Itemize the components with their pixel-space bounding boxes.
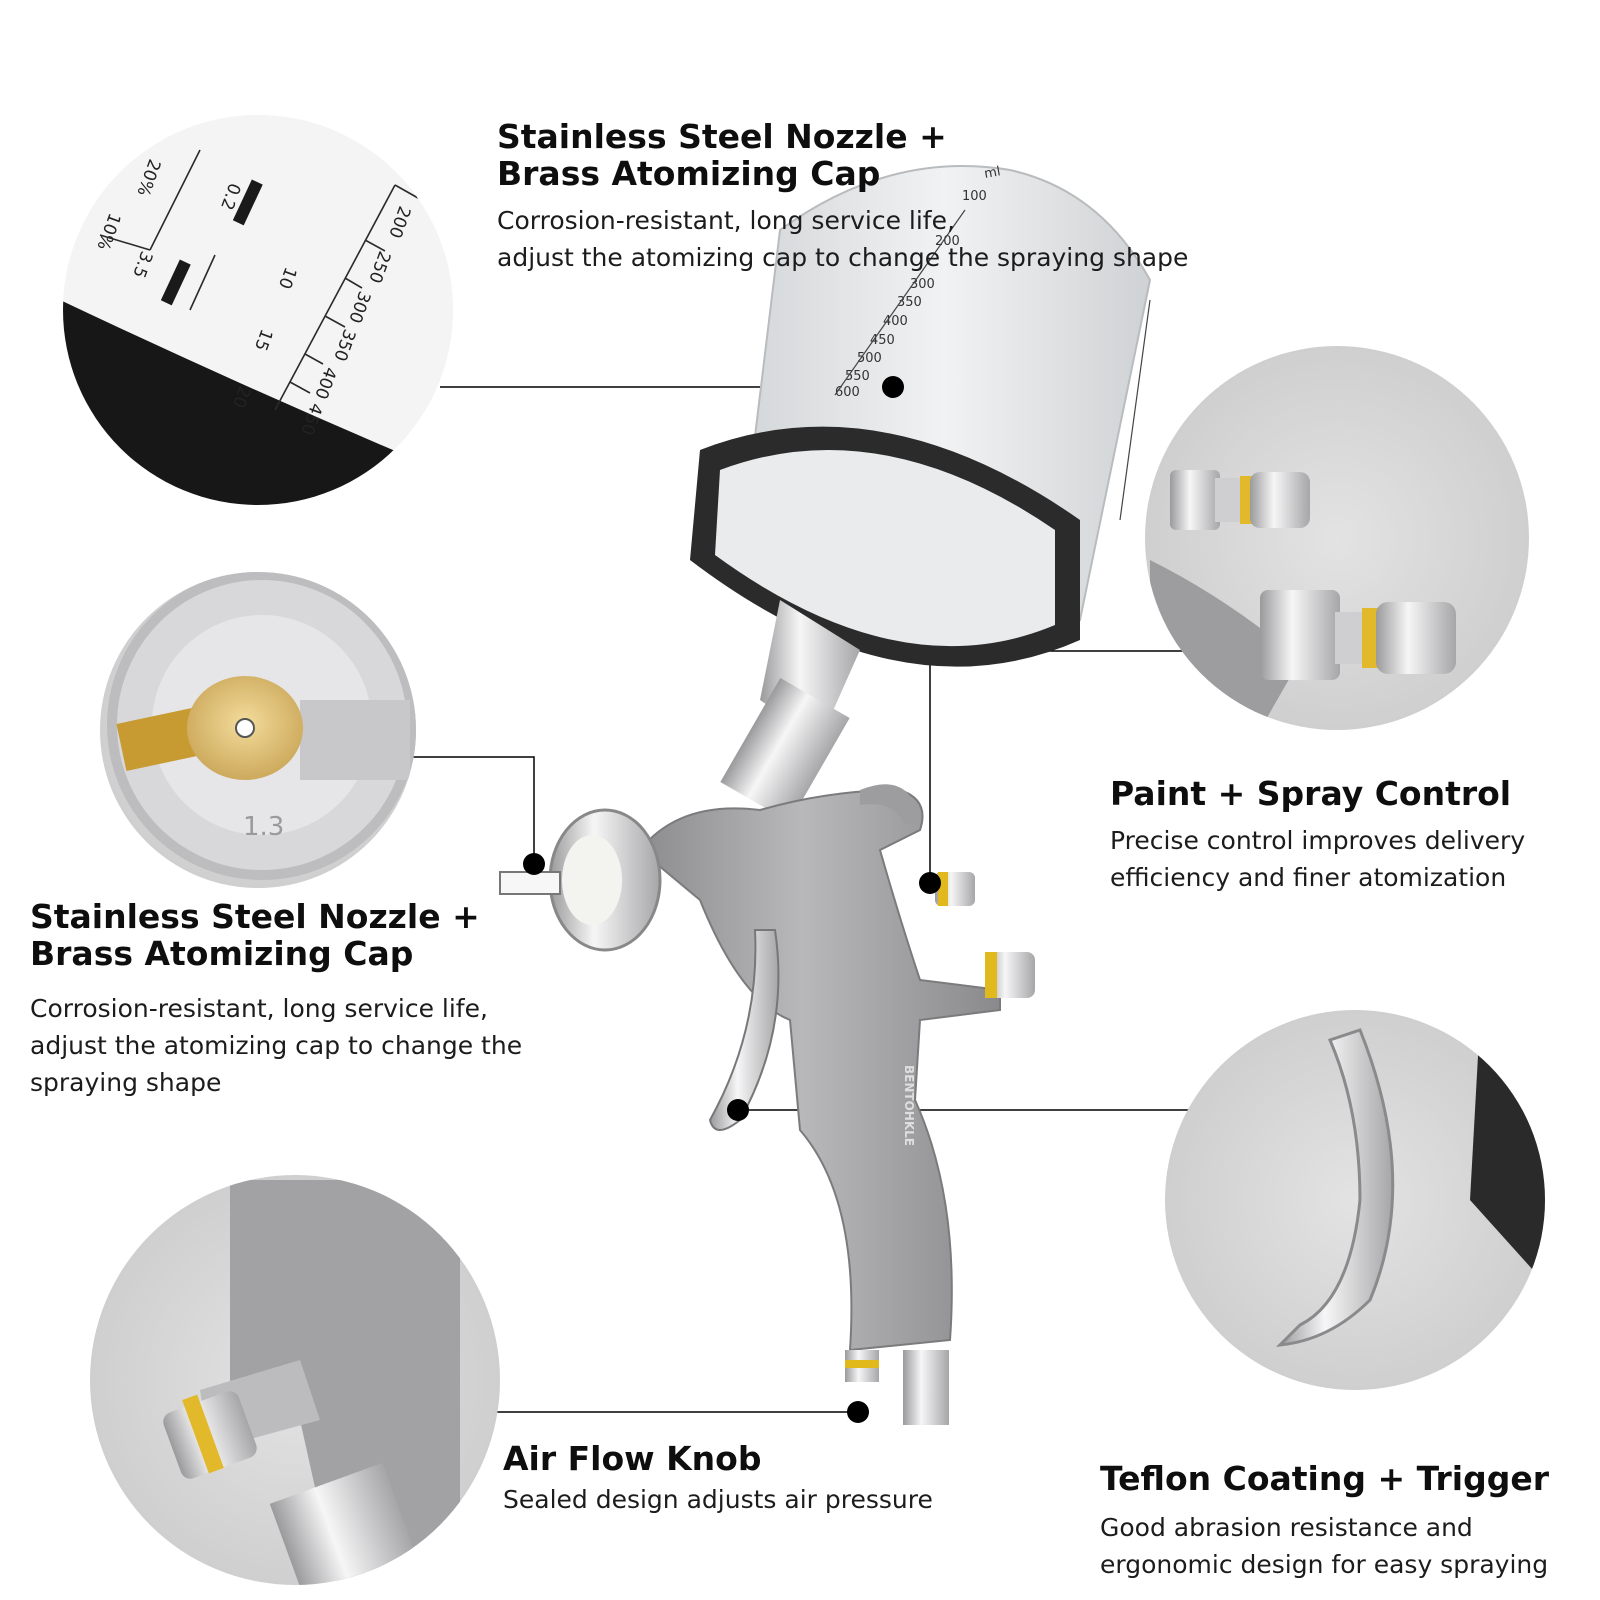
feature-description: Corrosion-resistant, long service life, …: [30, 994, 523, 1097]
feature-title: Paint + Spray Control: [1110, 774, 1512, 813]
zoom-circle-nozzle: 1.3: [100, 572, 416, 888]
feature-description: Sealed design adjusts air pressure: [503, 1485, 933, 1514]
callout-dot-cup-scale: [882, 376, 904, 398]
callout-dot-air-knob: [847, 1401, 869, 1423]
paint-control-knob: [985, 952, 1035, 998]
zoom-circle-air-knob: [90, 1175, 500, 1585]
callout-dot-trigger: [727, 1099, 749, 1121]
feature-title: Teflon Coating + Trigger: [1100, 1459, 1549, 1498]
feature-title: Stainless Steel Nozzle + Brass Atomizing…: [30, 897, 480, 973]
cup-scale-mark: 100: [962, 189, 987, 204]
feature-description: Good abrasion resistance and ergonomic d…: [1100, 1513, 1549, 1579]
zoom-circle-spray-control: [1145, 346, 1529, 730]
callout-dots: [523, 376, 941, 1423]
feature-nozzle-left: Stainless Steel Nozzle + Brass Atomizing…: [30, 898, 590, 1101]
callout-line-nozzle: [405, 756, 535, 862]
cup-scale-mark: 600: [835, 385, 860, 400]
feature-paint-spray-control: Paint + Spray Control Precise control im…: [1110, 775, 1590, 896]
trigger: [708, 929, 780, 1131]
callout-dot-nozzle: [523, 853, 545, 875]
cup-scale-mark: 300: [910, 277, 935, 292]
feature-nozzle-top: Stainless Steel Nozzle + Brass Atomizing…: [497, 118, 1277, 276]
air-inlet-fitting: [903, 1350, 949, 1425]
feature-title: Stainless Steel Nozzle + Brass Atomizing…: [497, 117, 947, 193]
zoom-circle-cup-scale: 200 250 300 350 400 450 10 15 20 20% 10%…: [63, 115, 453, 505]
gun-body: [638, 788, 1001, 1352]
nozzle-size-marking: 1.3: [243, 812, 284, 842]
brand-name-handle: BENTOHKLE: [902, 1065, 916, 1146]
cup-unit-label: ml: [983, 164, 1002, 182]
feature-teflon-trigger: Teflon Coating + Trigger Good abrasion r…: [1100, 1460, 1600, 1583]
callout-dot-spray-control: [919, 872, 941, 894]
cup-scale-mark: 200: [935, 234, 960, 249]
feature-description: Corrosion-resistant, long service life, …: [497, 206, 1189, 272]
feature-title: Air Flow Knob: [503, 1439, 762, 1478]
feature-air-flow-knob: Air Flow Knob Sealed design adjusts air …: [503, 1440, 1023, 1518]
feature-description: Precise control improves delivery effici…: [1110, 826, 1526, 892]
spray-gun: ml 100 200 300 350 400 450 500 550 600: [499, 164, 1152, 1425]
zoom-circle-trigger: [1165, 1010, 1545, 1390]
